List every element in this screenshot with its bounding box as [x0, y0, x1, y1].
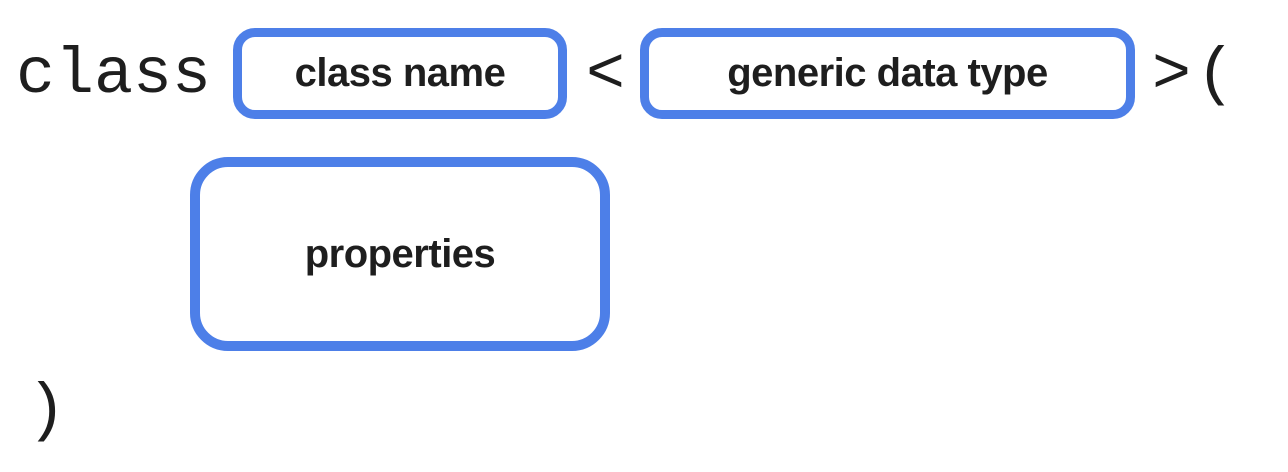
open-angle-bracket-text: < — [586, 38, 626, 112]
generic-data-type-placeholder-box: generic data type — [640, 28, 1135, 119]
class-name-placeholder-box: class name — [233, 28, 567, 119]
close-parenthesis-text: ) — [27, 374, 67, 448]
close-angle-bracket-text: > — [1152, 38, 1192, 112]
properties-placeholder-label: properties — [304, 231, 496, 276]
class-keyword-text: class — [16, 38, 212, 112]
generic-data-type-placeholder-label: generic data type — [727, 51, 1048, 95]
class-name-placeholder-label: class name — [294, 51, 506, 95]
properties-placeholder-box: properties — [190, 157, 610, 351]
open-parenthesis-text: ( — [1196, 38, 1236, 112]
